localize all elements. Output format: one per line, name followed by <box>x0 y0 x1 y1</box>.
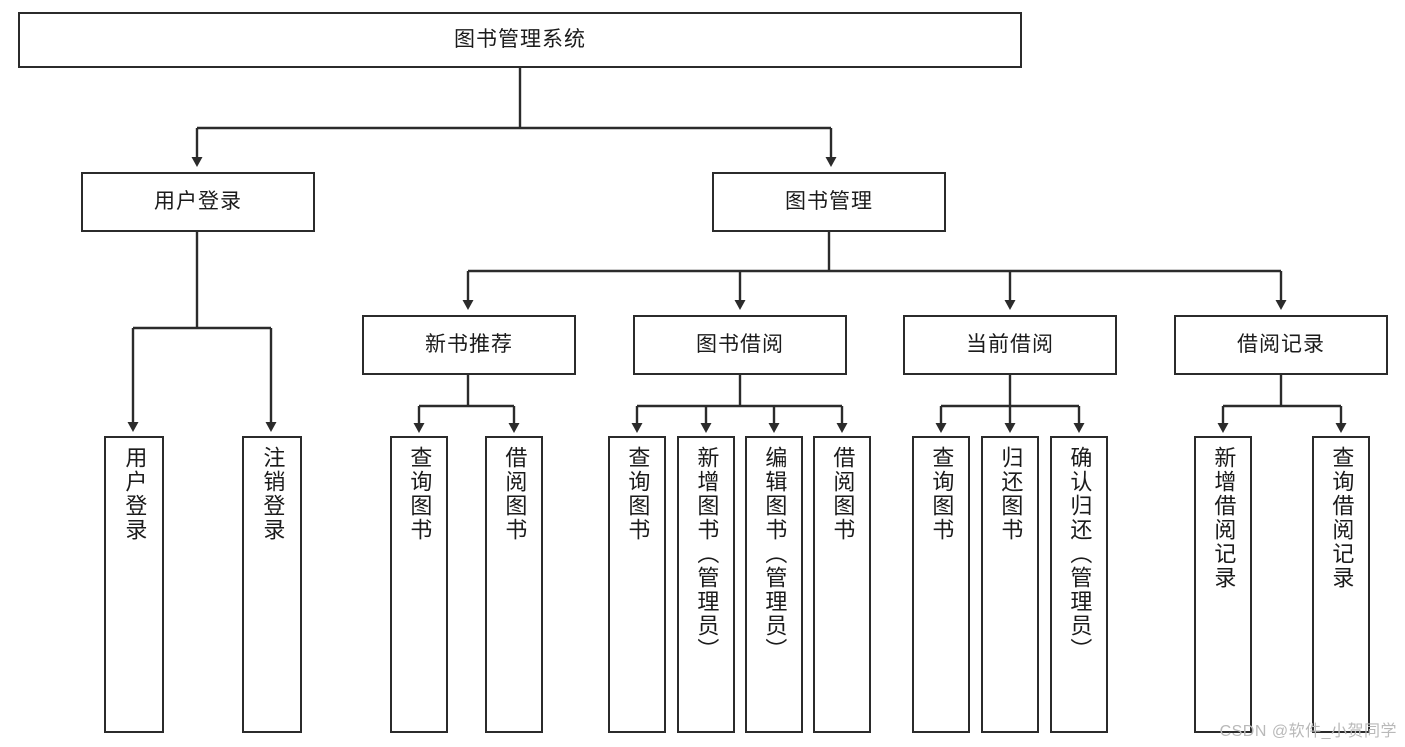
leaf-label: 新增图书（管理员） <box>694 446 720 662</box>
watermark: CSDN @软件_小贺同学 <box>1219 723 1397 740</box>
node-root-label: 图书管理系统 <box>454 28 586 52</box>
leaf-new-book-borrow[interactable]: 借阅图书 <box>485 436 543 733</box>
node-borrow-records-label: 借阅记录 <box>1237 333 1325 357</box>
node-book-borrow-label: 图书借阅 <box>696 333 784 357</box>
leaf-label: 确认归还（管理员） <box>1067 446 1093 662</box>
leaf-user-login-signout[interactable]: 注销登录 <box>242 436 302 733</box>
leaf-label: 查询借阅记录 <box>1329 446 1355 590</box>
leaf-label: 归还图书 <box>998 446 1024 542</box>
leaf-label: 新增借阅记录 <box>1211 446 1237 590</box>
leaf-borrow-borrow-book[interactable]: 借阅图书 <box>813 436 871 733</box>
leaf-label: 查询图书 <box>929 446 955 542</box>
node-user-login-label: 用户登录 <box>154 190 242 214</box>
node-user-login[interactable]: 用户登录 <box>81 172 315 232</box>
leaf-label: 注销登录 <box>260 446 286 542</box>
leaf-label: 用户登录 <box>122 446 148 542</box>
leaf-new-book-query[interactable]: 查询图书 <box>390 436 448 733</box>
node-root[interactable]: 图书管理系统 <box>18 12 1022 68</box>
node-new-book-recommend-label: 新书推荐 <box>425 333 513 357</box>
leaf-label: 查询图书 <box>407 446 433 542</box>
leaf-label: 查询图书 <box>625 446 651 542</box>
leaf-label: 编辑图书（管理员） <box>762 446 788 662</box>
leaf-user-login-signin[interactable]: 用户登录 <box>104 436 164 733</box>
leaf-records-query-record[interactable]: 查询借阅记录 <box>1312 436 1370 733</box>
leaf-label: 借阅图书 <box>502 446 528 542</box>
leaf-current-confirm-return-admin[interactable]: 确认归还（管理员） <box>1050 436 1108 733</box>
leaf-current-query-book[interactable]: 查询图书 <box>912 436 970 733</box>
leaf-borrow-edit-book-admin[interactable]: 编辑图书（管理员） <box>745 436 803 733</box>
leaf-borrow-query-book[interactable]: 查询图书 <box>608 436 666 733</box>
node-current-borrow-label: 当前借阅 <box>966 333 1054 357</box>
node-current-borrow[interactable]: 当前借阅 <box>903 315 1117 375</box>
node-borrow-records[interactable]: 借阅记录 <box>1174 315 1388 375</box>
node-new-book-recommend[interactable]: 新书推荐 <box>362 315 576 375</box>
leaf-borrow-add-book-admin[interactable]: 新增图书（管理员） <box>677 436 735 733</box>
node-book-borrow[interactable]: 图书借阅 <box>633 315 847 375</box>
leaf-label: 借阅图书 <box>830 446 856 542</box>
node-book-management[interactable]: 图书管理 <box>712 172 946 232</box>
leaf-current-return-book[interactable]: 归还图书 <box>981 436 1039 733</box>
leaf-records-add-record[interactable]: 新增借阅记录 <box>1194 436 1252 733</box>
node-book-management-label: 图书管理 <box>785 190 873 214</box>
